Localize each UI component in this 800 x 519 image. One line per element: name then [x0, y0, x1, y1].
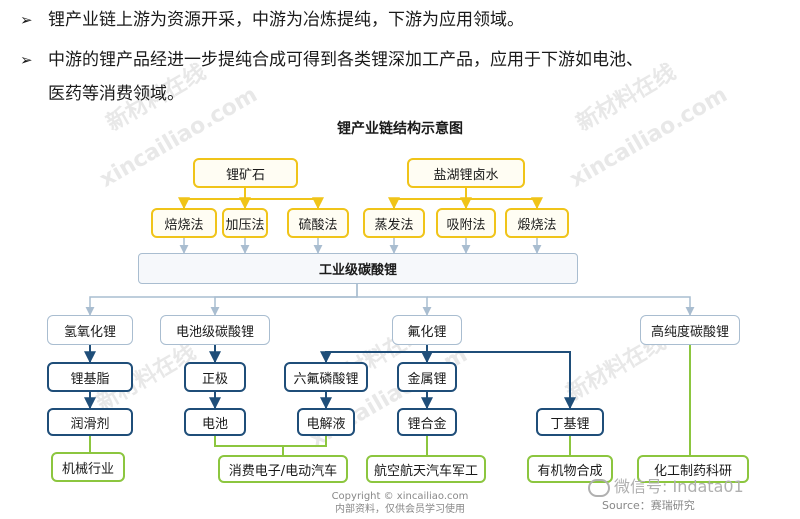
process-evaporation: 蒸发法 — [363, 208, 425, 238]
process-roasting: 焙烧法 — [151, 208, 217, 238]
deep-lithium-grease: 锂基脂 — [47, 362, 133, 392]
product-high-purity-lithium-carbonate: 高纯度碳酸锂 — [640, 315, 740, 345]
process-sulfuric-acid: 硫酸法 — [287, 208, 349, 238]
copyright-line: Copyright © xincailiao.com — [331, 491, 469, 502]
application-consumer-electronics-ev: 消费电子/电动汽车 — [218, 455, 348, 483]
bullet-text: 锂产业链上游为资源开采，中游为冶炼提纯，下游为应用领域。 — [48, 10, 524, 30]
wechat-text: 微信号: Indata01 — [614, 477, 744, 496]
deep-links — [84, 345, 576, 410]
application-chemical-pharma-research: 化工制药科研 — [637, 455, 749, 483]
bullet-arrow-icon: ➢ — [20, 11, 33, 29]
deep-cathode: 正极 — [184, 362, 246, 392]
bullet-point: ➢ 中游的锂产品经进一步提纯合成可得到各类锂深加工产品，应用于下游如电池、 — [20, 46, 643, 74]
process-links — [179, 238, 542, 254]
product-battery-grade-lithium-carbonate: 电池级碳酸锂 — [160, 315, 270, 345]
source-lithium-ore: 锂矿石 — [193, 158, 298, 188]
application-organic-synthesis: 有机物合成 — [527, 455, 613, 483]
diagram-title: 锂产业链结构示意图 — [337, 121, 463, 137]
intermediate-links — [85, 284, 695, 316]
source-salt-lake-brine: 盐湖锂卤水 — [407, 158, 525, 188]
process-adsorption: 吸附法 — [436, 208, 496, 238]
intermediate-industrial-lithium-carbonate: 工业级碳酸锂 — [138, 253, 578, 284]
deep-lithium-alloy: 锂合金 — [397, 408, 457, 436]
deep-butyllithium: 丁基锂 — [536, 408, 604, 436]
deep-battery: 电池 — [184, 408, 246, 436]
source-note: Source：赛瑞研究 — [602, 499, 695, 512]
deep-lithium-metal: 金属锂 — [397, 362, 457, 392]
bullet-point: ➢ 锂产业链上游为资源开采，中游为冶炼提纯，下游为应用领域。 — [20, 6, 524, 34]
ore-links — [178, 188, 543, 210]
bullet-text: 医药等消费领域。 — [48, 84, 184, 104]
deep-electrolyte: 电解液 — [297, 408, 355, 436]
application-links — [89, 345, 691, 455]
bullet-continuation: 医药等消费领域。 — [48, 80, 184, 108]
bullet-arrow-icon: ➢ — [20, 51, 33, 69]
wechat-icon — [588, 478, 610, 497]
process-calcination: 煅烧法 — [505, 208, 569, 238]
deep-lithium-hexafluorophosphate: 六氟磷酸锂 — [284, 362, 368, 392]
copyright-notice: Copyright © xincailiao.com 内部资料，仅供会员学习使用 — [300, 490, 500, 516]
product-lithium-hydroxide: 氢氧化锂 — [47, 315, 133, 345]
deep-lubricant: 润滑剂 — [47, 408, 133, 436]
bullet-text: 中游的锂产品经进一步提纯合成可得到各类锂深加工产品，应用于下游如电池、 — [48, 50, 643, 70]
process-pressurization: 加压法 — [222, 208, 268, 238]
copyright-line: 内部资料，仅供会员学习使用 — [335, 504, 465, 515]
wechat-id: 微信号: Indata01 — [588, 473, 744, 497]
application-machinery: 机械行业 — [51, 452, 125, 482]
application-aerospace-auto-military: 航空航天汽车军工 — [366, 455, 486, 483]
product-lithium-fluoride: 氟化锂 — [392, 315, 462, 345]
